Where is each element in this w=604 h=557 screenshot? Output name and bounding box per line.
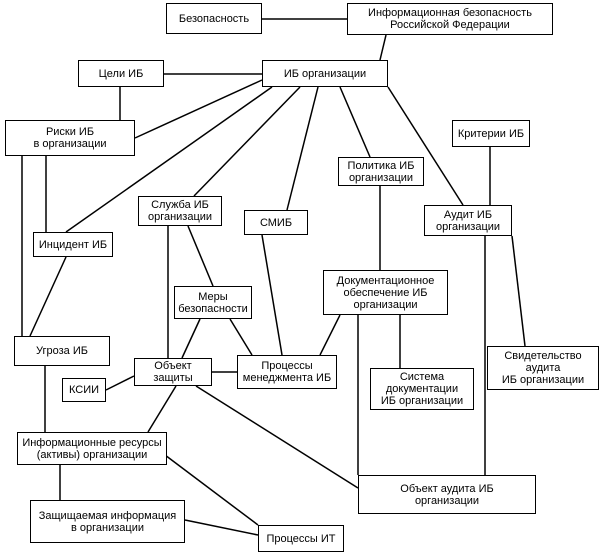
node-mery-bez: Меры безопасности xyxy=(174,286,252,319)
node-politika-ib: Политика ИБ организации xyxy=(338,157,424,186)
node-celi-ib: Цели ИБ xyxy=(78,60,164,87)
node-processy-it: Процессы ИТ xyxy=(258,525,344,552)
connector-line xyxy=(286,86,319,211)
connector-line xyxy=(105,375,135,391)
connector-line xyxy=(164,454,259,526)
node-obekt-audita: Объект аудита ИБ организации xyxy=(358,475,536,514)
connector-line xyxy=(187,225,214,287)
connector-line xyxy=(195,385,359,489)
node-smib: СМИБ xyxy=(244,210,308,235)
node-info-resursy: Информационные ресурсы (активы) организа… xyxy=(17,432,167,465)
connector-line xyxy=(387,86,464,206)
node-riski-ib: Риски ИБ в организации xyxy=(5,120,135,156)
node-zashish-info: Защищаемая информация в организации xyxy=(30,500,185,543)
node-sistema-doc: Система документации ИБ организации xyxy=(370,368,474,410)
node-bezopasnost: Безопасность xyxy=(166,3,262,34)
node-audit-ib: Аудит ИБ организации xyxy=(424,205,512,236)
connector-line xyxy=(229,318,253,356)
node-doc-obesp: Документационное обеспечение ИБ организа… xyxy=(323,270,448,315)
connector-line xyxy=(511,235,526,347)
connector-line xyxy=(181,318,201,359)
node-obekt-zashity: Объект защиты xyxy=(134,358,212,386)
connector-line xyxy=(379,34,387,61)
connector-line xyxy=(29,256,67,337)
node-ugroza-ib: Угроза ИБ xyxy=(14,336,110,366)
connector-line xyxy=(339,86,371,158)
node-svidetelstvo: Свидетельство аудита ИБ организации xyxy=(487,346,599,390)
connector-line xyxy=(65,86,273,233)
node-sluzhba-ib: Служба ИБ организации xyxy=(138,196,222,226)
connector-line xyxy=(319,314,341,356)
node-kriterii-ib: Критерии ИБ xyxy=(452,120,530,147)
node-processy-menedzh: Процессы менеджмента ИБ xyxy=(237,355,337,389)
connector-line xyxy=(261,234,283,356)
connector-line xyxy=(147,385,177,433)
node-ib-rf: Информационная безопасность Российской Ф… xyxy=(347,3,553,35)
connector-line xyxy=(184,519,259,536)
connector-line xyxy=(134,79,263,139)
node-incident-ib: Инцидент ИБ xyxy=(33,232,113,257)
node-ib-org: ИБ организации xyxy=(262,60,388,87)
connector-line xyxy=(193,86,301,197)
node-ksii: КСИИ xyxy=(62,378,106,402)
